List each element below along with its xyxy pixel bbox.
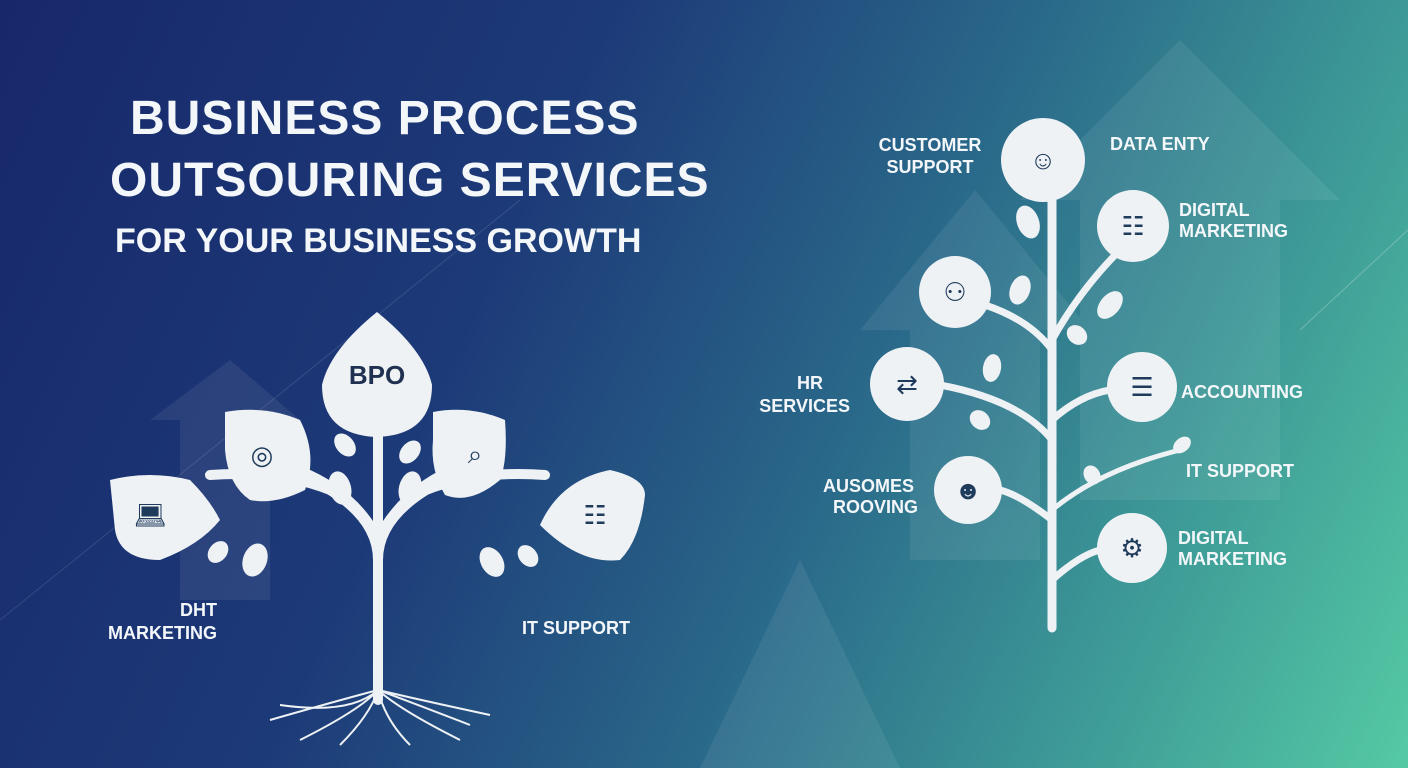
leaf-person bbox=[225, 409, 311, 502]
left-tree-roots bbox=[269, 689, 491, 746]
leaf-support bbox=[540, 470, 645, 561]
leaf-laptop bbox=[110, 475, 220, 560]
left-label-dht: DHT bbox=[180, 600, 217, 620]
label-hr: HR bbox=[797, 373, 823, 393]
label-marketing-2: MARKETING bbox=[1178, 549, 1287, 569]
laptop-chart-icon: 💻︎ bbox=[133, 499, 167, 530]
label-services: SERVICES bbox=[759, 396, 850, 416]
title-line-3: FOR YOUR BUSINESS GROWTH bbox=[115, 222, 642, 260]
label-ausomes: AUSOMES bbox=[822, 476, 914, 496]
gear-plant-icon: ⚙ bbox=[1120, 532, 1144, 563]
title-line-1: BUSINESS PROCESS bbox=[130, 92, 640, 145]
analytics-magnifier-icon: ⌕ bbox=[467, 439, 483, 469]
label-data-enty: DATA ENTY bbox=[1110, 134, 1210, 154]
hr-flow-icon: ⇄ bbox=[896, 368, 918, 399]
left-label-it-support: IT SUPPORT bbox=[522, 618, 631, 638]
label-digital-1: DIGITAL bbox=[1179, 200, 1250, 220]
label-customer: CUSTOMER bbox=[878, 135, 982, 155]
bpo-label: BPO bbox=[348, 360, 406, 390]
person-target-icon: ◎ bbox=[250, 439, 274, 470]
label-rooving: ROOVING bbox=[832, 497, 918, 517]
label-accounting: ACCOUNTING bbox=[1181, 382, 1303, 402]
clipboard-icon: ☰ bbox=[1130, 371, 1154, 402]
document-icon: ☷ bbox=[1121, 210, 1145, 241]
label-digital-2: DIGITAL bbox=[1178, 528, 1249, 548]
background-arrows bbox=[150, 40, 1340, 768]
label-support: SUPPORT bbox=[886, 157, 974, 177]
right-tree-circles bbox=[870, 118, 1191, 583]
right-tree-branches bbox=[936, 195, 1183, 633]
label-it-support: IT SUPPORT bbox=[1186, 461, 1295, 481]
team-icon: ☺ bbox=[1029, 144, 1057, 175]
leaf-analytics bbox=[432, 409, 506, 498]
left-tree-leaves bbox=[110, 312, 645, 577]
bpo-leaf bbox=[322, 312, 432, 437]
left-label-marketing: MARKETING bbox=[108, 623, 217, 643]
support-agent-icon: ☷ bbox=[583, 499, 607, 530]
group-icon: ☻ bbox=[954, 474, 982, 505]
title-line-2: OUTSOURING SERVICES bbox=[110, 154, 710, 207]
label-marketing-1: MARKETING bbox=[1179, 221, 1288, 241]
meeting-icon: ⚇ bbox=[943, 276, 967, 307]
